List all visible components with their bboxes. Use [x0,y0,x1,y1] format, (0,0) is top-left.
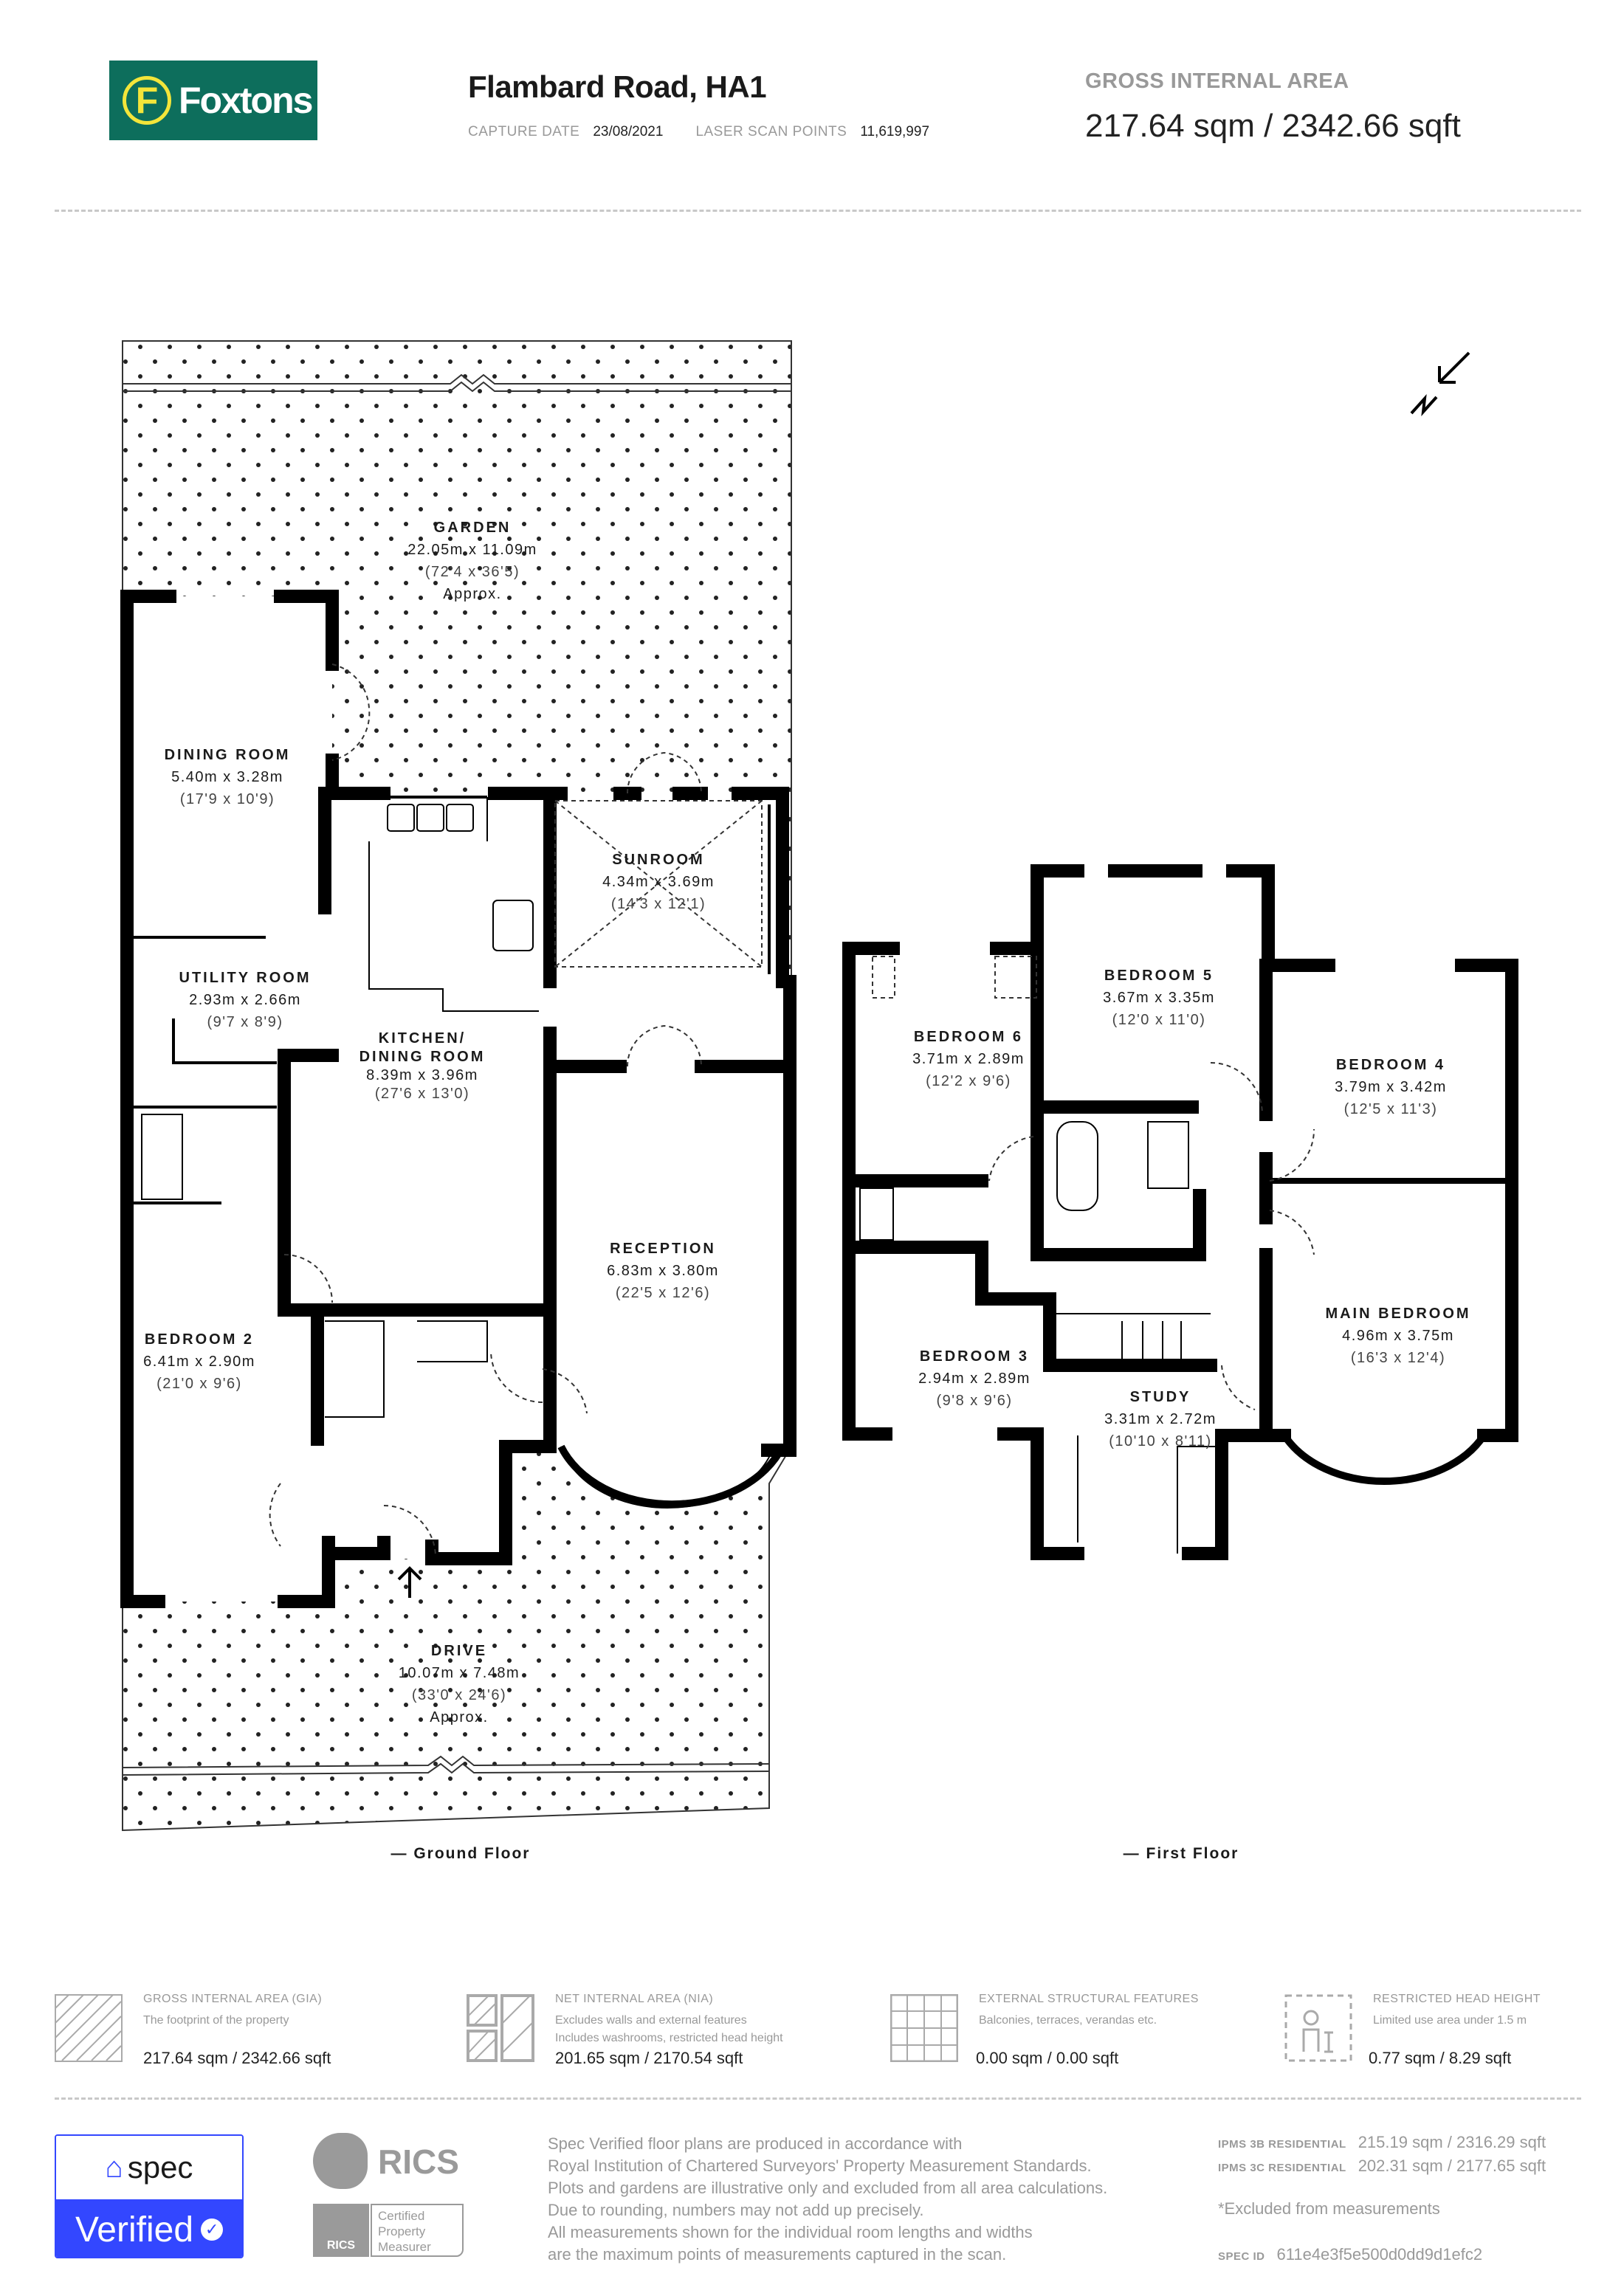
entrance-arrow-icon [397,1566,422,1598]
ground-floor-label: — Ground Floor [390,1845,531,1862]
spec-house-icon: ⌂ [105,2151,123,2184]
foxtons-logo: F Foxtons [109,61,317,140]
gia-value: 217.64 sqm / 2342.66 sqft [1085,108,1461,144]
capture-meta: CAPTURE DATE 23/08/2021 LASER SCAN POINTS 1… [468,124,962,140]
excluded-note: *Excluded from measurements [1218,2199,1440,2218]
scan-points: 11,619,997 [860,124,930,139]
divider [55,2097,1581,2100]
north-arrow-icon [1410,351,1470,416]
floor-plans [120,340,1518,1832]
logo-text: Foxtons [179,80,313,121]
head-height-legend-value: 0.77 sqm / 8.29 sqft [1369,2049,1512,2067]
check-circle-icon: ✓ [201,2219,224,2241]
spec-verified-badge: ⌂spec Verified✓ [55,2134,244,2258]
first-floor-plan [842,351,1518,1560]
external-legend-value: 0.00 sqm / 0.00 sqft [976,2049,1119,2067]
first-floor-label: — First Floor [1123,1845,1239,1862]
net-area-icon [467,1994,534,2062]
nia-legend-value: 201.65 sqm / 2170.54 sqft [555,2049,743,2067]
logo-mark: F [123,76,171,125]
capture-date: 23/08/2021 [593,124,664,139]
ground-floor-plan [120,590,796,1608]
capture-date-label: CAPTURE DATE [468,124,580,139]
head-height-icon [1284,1994,1352,2062]
grid-area-icon [890,1994,958,2062]
disclaimer: Spec Verified floor plans are produced i… [548,2134,1108,2264]
property-title: Flambard Road, HA1 [468,69,767,104]
divider [55,210,1581,212]
scan-points-label: LASER SCAN POINTS [695,124,847,139]
hatched-area-icon [55,1994,123,2062]
gia-label: GROSS INTERNAL AREA [1085,69,1349,93]
gia-legend-value: 217.64 sqm / 2342.66 sqft [143,2049,331,2067]
